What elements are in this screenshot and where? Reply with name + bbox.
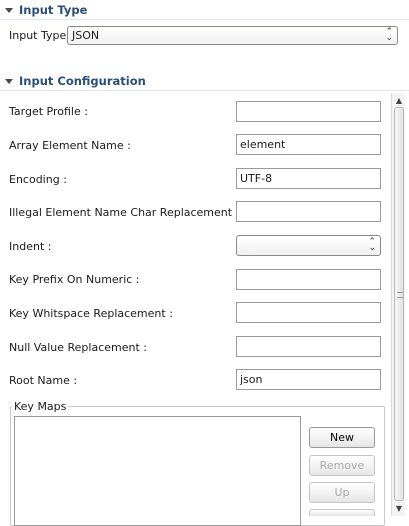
input-type-header-rule xyxy=(0,19,409,20)
input-type-header-label: Input Type xyxy=(19,3,88,17)
input-configuration-header-label: Input Configuration xyxy=(19,74,146,88)
array-element-name-label: Array Element Name : xyxy=(9,139,131,152)
triangle-down-icon xyxy=(5,78,13,84)
input-configuration-section-header[interactable]: Input Configuration xyxy=(0,72,409,90)
illegal-char-replacement-input[interactable] xyxy=(236,201,381,222)
up-key-map-button[interactable]: Up xyxy=(309,482,375,503)
vertical-scrollbar[interactable]: ▲ ▼ xyxy=(391,93,405,516)
down-key-map-button[interactable] xyxy=(309,509,375,516)
key-prefix-numeric-input[interactable] xyxy=(236,269,381,290)
target-profile-label: Target Profile : xyxy=(9,105,88,118)
encoding-label: Encoding : xyxy=(9,173,67,186)
indent-select[interactable]: ⌃⌄ xyxy=(236,235,381,256)
key-maps-title: Key Maps xyxy=(12,400,69,413)
scrollbar-grip-icon xyxy=(397,292,403,298)
target-profile-input[interactable] xyxy=(236,101,381,122)
key-maps-list[interactable] xyxy=(14,416,301,526)
null-value-replacement-input[interactable] xyxy=(236,336,381,357)
key-whitespace-replacement-input[interactable] xyxy=(236,302,381,323)
input-configuration-header-rule xyxy=(0,90,409,91)
scrollbar-thumb[interactable] xyxy=(394,107,404,501)
root-name-label: Root Name : xyxy=(9,374,78,387)
root-name-input[interactable]: json xyxy=(236,369,381,390)
array-element-name-input[interactable]: element xyxy=(236,134,381,155)
input-type-select[interactable]: JSON ⌃⌄ xyxy=(67,26,398,45)
key-prefix-numeric-label: Key Prefix On Numeric : xyxy=(9,273,140,286)
arrow-down-icon[interactable]: ▼ xyxy=(395,503,403,513)
triangle-down-icon xyxy=(5,7,13,13)
null-value-replacement-label: Null Value Replacement : xyxy=(9,341,147,354)
input-type-selected-value: JSON xyxy=(72,29,100,42)
illegal-char-replacement-label: Illegal Element Name Char Replacement : xyxy=(9,206,240,219)
updown-arrows-icon: ⌃⌄ xyxy=(385,27,393,43)
updown-arrows-icon: ⌃⌄ xyxy=(368,237,376,253)
key-whitespace-replacement-label: Key Whitspace Replacement : xyxy=(9,307,173,320)
new-key-map-button[interactable]: New xyxy=(309,427,375,448)
input-type-section-header[interactable]: Input Type xyxy=(0,1,409,19)
encoding-input[interactable]: UTF-8 xyxy=(236,168,381,189)
arrow-up-icon[interactable]: ▲ xyxy=(395,95,403,105)
remove-key-map-button[interactable]: Remove xyxy=(309,455,375,476)
indent-label: Indent : xyxy=(9,240,52,253)
input-type-label: Input Type: xyxy=(9,29,70,42)
